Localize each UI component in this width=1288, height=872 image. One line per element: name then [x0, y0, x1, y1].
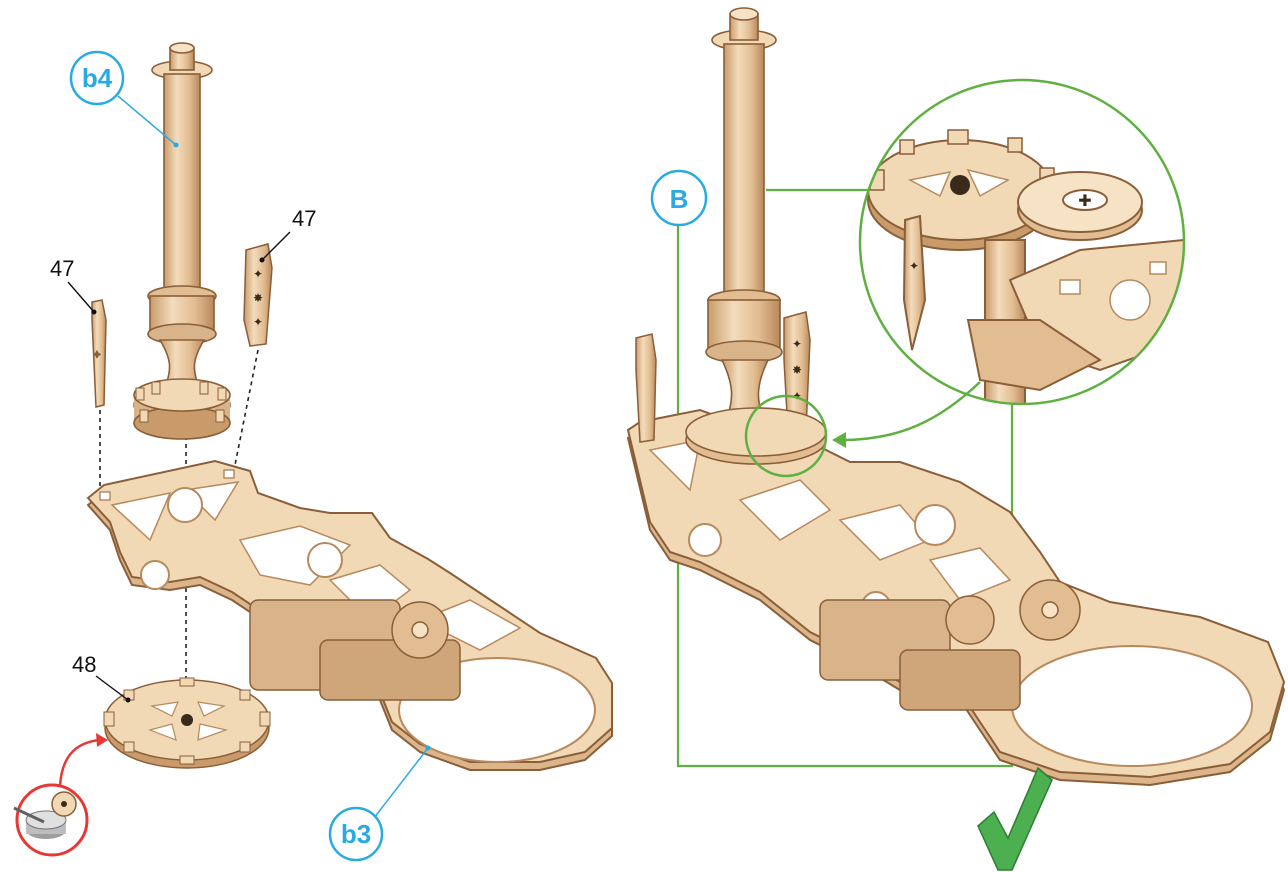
callout-B-label: B	[670, 184, 689, 214]
part-number-48: 48	[72, 652, 96, 677]
glue-pot-icon	[14, 785, 87, 855]
under-mechanism	[250, 600, 460, 700]
callout-b3: b3	[330, 746, 431, 861]
callout-b3-label: b3	[341, 819, 371, 849]
glue-arrow	[60, 740, 100, 786]
svg-text:✚: ✚	[1078, 193, 1091, 210]
part-47-right: ✦ ✸ ✦	[244, 244, 272, 346]
svg-text:✸: ✸	[253, 291, 263, 305]
svg-text:✦: ✦	[253, 267, 263, 281]
svg-text:✦: ✦	[909, 259, 919, 273]
svg-text:✦: ✦	[792, 337, 802, 351]
right-assembled-view: ✦ ✸ ✦	[628, 8, 1284, 870]
svg-text:✦: ✦	[253, 315, 263, 329]
check-mark-icon	[978, 768, 1052, 870]
shaft-b4	[134, 43, 230, 439]
svg-text:✦: ✦	[93, 350, 101, 361]
assembled-base-plate	[628, 410, 1284, 785]
part-number-47-left: 47	[50, 256, 74, 281]
part-47-left: ✦	[92, 300, 106, 407]
svg-text:✸: ✸	[792, 363, 802, 377]
left-exploded-view: ✦ ✦ ✸ ✦	[14, 43, 612, 860]
part-number-47-right: 47	[292, 206, 316, 231]
assembled-part-47-left	[636, 334, 656, 442]
callout-B: B	[652, 171, 706, 225]
callout-b4-label: b4	[82, 63, 113, 93]
zoom-detail: ✚ ✦	[860, 80, 1184, 410]
zoom-arrowhead	[832, 432, 846, 448]
gear-48	[104, 678, 270, 768]
